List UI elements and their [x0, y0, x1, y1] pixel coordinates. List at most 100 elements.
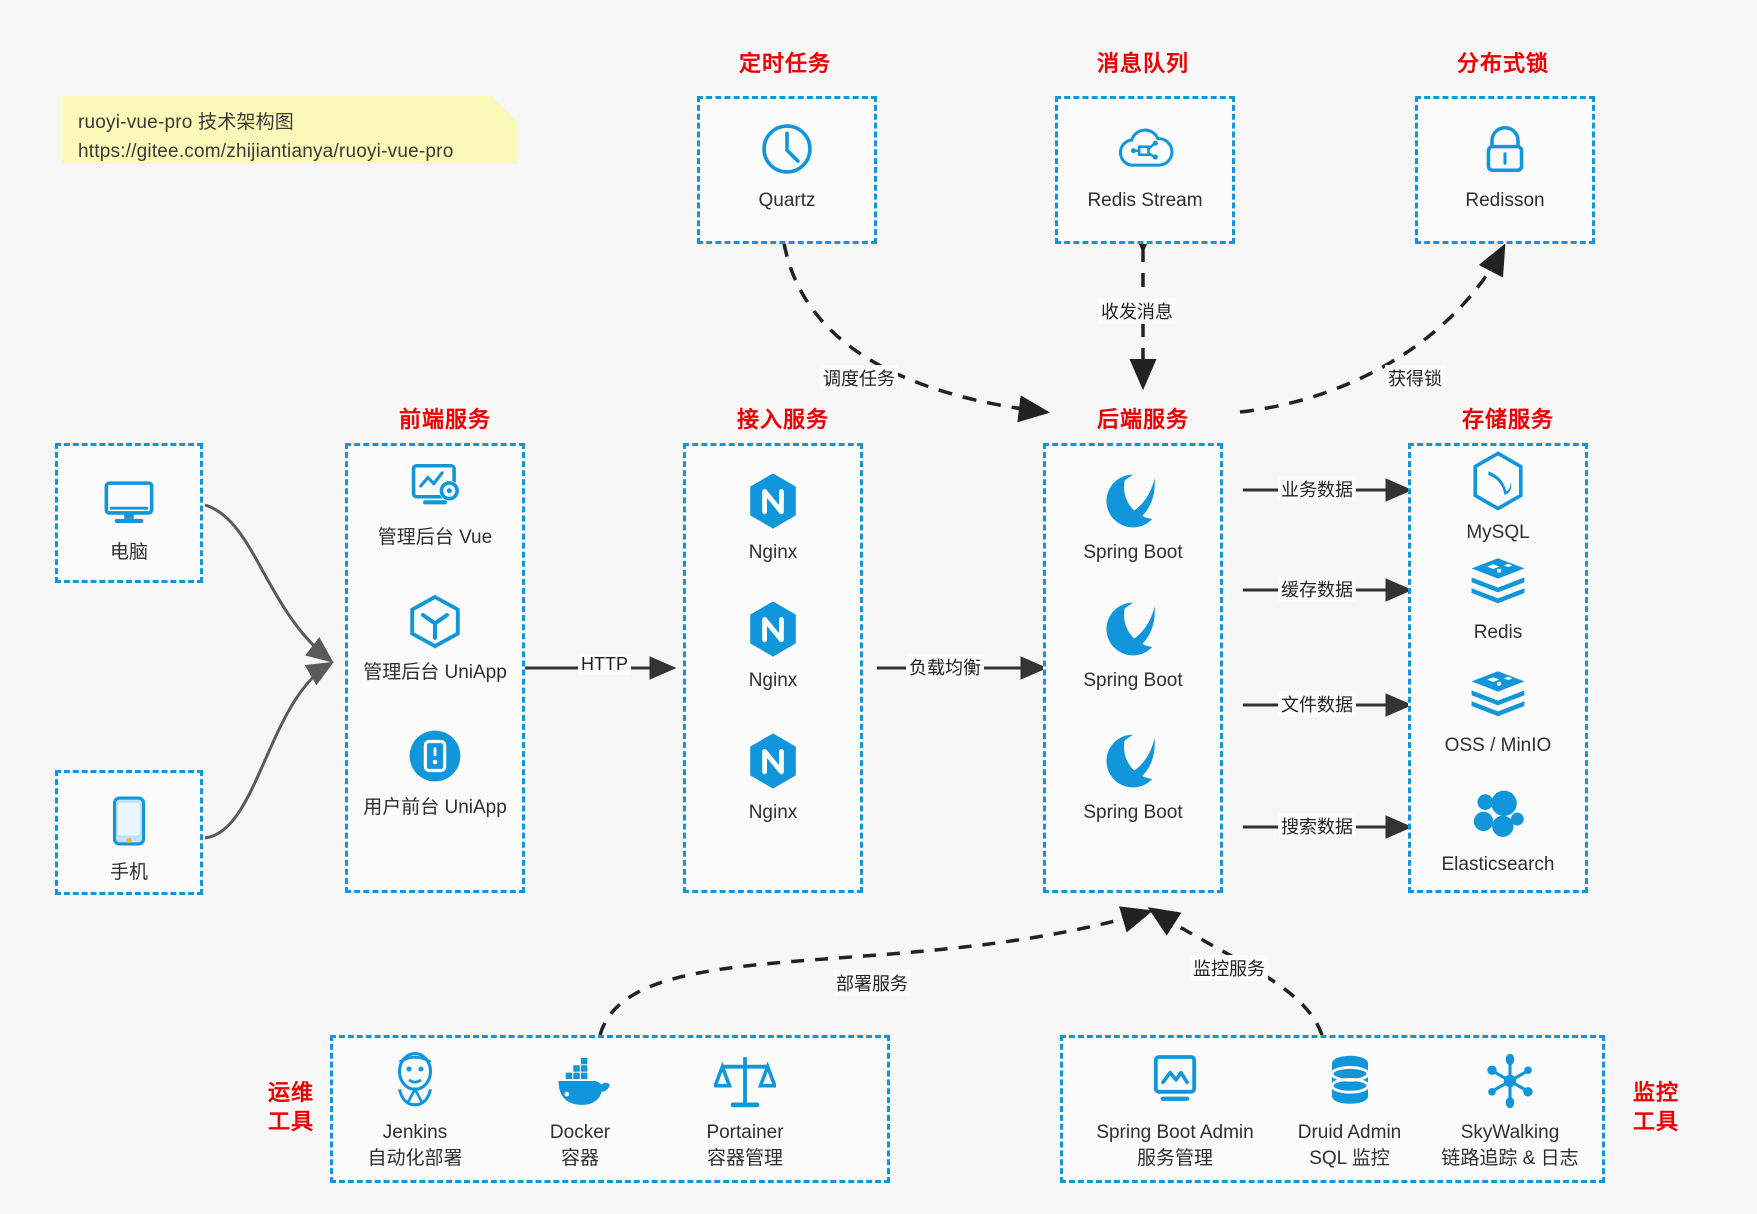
nginx-icon: [688, 598, 858, 660]
cloud-node-icon: [1060, 118, 1230, 180]
node-nginx-3[interactable]: Nginx: [688, 730, 858, 826]
group-title-frontend: 前端服务: [398, 407, 491, 432]
note-url-line: https://gitee.com/zhijiantianya/ruoyi-vu…: [78, 141, 454, 163]
edge-label-cache-data: 缓存数据: [1278, 576, 1356, 602]
node-user-uniapp[interactable]: 用户前台 UniApp: [350, 725, 520, 821]
node-sublabel: 自动化部署: [367, 1147, 463, 1169]
node-sublabel: 链路追踪 & 日志: [1441, 1147, 1579, 1169]
node-label: Spring Boot Admin: [1096, 1122, 1254, 1143]
node-sublabel: 容器: [560, 1147, 599, 1169]
node-label: Quartz: [758, 190, 816, 211]
group-title-monitor: 监控 工具: [1620, 1078, 1692, 1136]
mobile-app-icon: [350, 725, 520, 787]
node-label: Elasticsearch: [1441, 854, 1555, 875]
redis-stack-icon: [1413, 550, 1583, 612]
mobile-phone-icon: [44, 790, 214, 852]
group-box-scheduled-task: [697, 96, 877, 244]
node-nginx-1[interactable]: Nginx: [688, 470, 858, 566]
node-druid-admin[interactable]: Druid Admin SQL 监控: [1262, 1050, 1437, 1171]
node-springboot-1[interactable]: Spring Boot: [1048, 470, 1218, 566]
node-quartz[interactable]: Quartz: [702, 118, 872, 214]
edge-label-send-receive-msg: 收发消息: [1098, 298, 1176, 324]
edge-label-deploy-service: 部署服务: [833, 970, 911, 996]
group-title-devops-line2: 工具: [267, 1109, 314, 1135]
node-admin-uniapp[interactable]: 管理后台 UniApp: [350, 590, 520, 686]
uniapp-cube-icon: [350, 590, 520, 652]
node-label: 管理后台 UniApp: [363, 662, 507, 683]
group-title-devops: 运维 工具: [255, 1078, 327, 1136]
node-label: Druid Admin: [1297, 1122, 1402, 1143]
node-jenkins[interactable]: Jenkins 自动化部署: [335, 1050, 495, 1171]
group-title-scheduled-task: 定时任务: [738, 51, 831, 76]
edge-label-search-data: 搜索数据: [1278, 813, 1356, 839]
node-label: 管理后台 Vue: [377, 527, 493, 548]
dashboard-gear-icon: [350, 455, 520, 517]
node-label: Jenkins: [382, 1122, 448, 1143]
node-label: SkyWalking: [1460, 1122, 1560, 1143]
edge-label-load-balance: 负载均衡: [906, 654, 984, 680]
node-sublabel: 服务管理: [1136, 1147, 1213, 1169]
node-label: Nginx: [748, 542, 798, 563]
group-title-devops-line1: 运维: [267, 1080, 314, 1105]
group-title-monitor-line2: 工具: [1632, 1109, 1679, 1135]
node-phone[interactable]: 手机: [44, 790, 214, 886]
nginx-icon: [688, 730, 858, 792]
node-springboot-3[interactable]: Spring Boot: [1048, 730, 1218, 826]
group-title-backend: 后端服务: [1096, 407, 1189, 432]
lock-icon: [1420, 118, 1590, 180]
portainer-scales-icon: [665, 1050, 825, 1112]
edge-label-business-data: 业务数据: [1278, 476, 1356, 502]
node-sublabel: SQL 监控: [1309, 1147, 1390, 1169]
node-computer[interactable]: 电脑: [44, 470, 214, 566]
group-title-storage: 存储服务: [1461, 407, 1554, 432]
node-mysql[interactable]: MySQL: [1413, 450, 1583, 546]
clock-icon: [702, 118, 872, 180]
node-label: Redis Stream: [1087, 190, 1203, 211]
mysql-dolphin-icon: [1413, 450, 1583, 512]
node-label: Nginx: [748, 670, 798, 691]
edge-label-schedule-task: 调度任务: [820, 365, 898, 391]
node-admin-vue[interactable]: 管理后台 Vue: [350, 455, 520, 551]
edge-label-http: HTTP: [578, 654, 631, 675]
group-title-distributed-lock: 分布式锁: [1456, 51, 1549, 76]
spring-leaf-icon: [1048, 598, 1218, 660]
node-springboot-2[interactable]: Spring Boot: [1048, 598, 1218, 694]
monitor-chart-icon: [1075, 1050, 1275, 1112]
node-label: Nginx: [748, 802, 798, 823]
group-title-gateway: 接入服务: [736, 407, 829, 432]
database-stack-icon: [1262, 1050, 1437, 1112]
spring-leaf-icon: [1048, 730, 1218, 792]
node-label: Spring Boot: [1083, 802, 1183, 823]
node-label: MySQL: [1466, 522, 1530, 543]
node-skywalking[interactable]: SkyWalking 链路追踪 & 日志: [1420, 1050, 1600, 1171]
elasticsearch-icon: [1413, 782, 1583, 844]
note-title-line: ruoyi-vue-pro 技术架构图: [78, 112, 295, 133]
node-portainer[interactable]: Portainer 容器管理: [665, 1050, 825, 1171]
edge-label-file-data: 文件数据: [1278, 691, 1356, 717]
node-nginx-2[interactable]: Nginx: [688, 598, 858, 694]
node-redisson[interactable]: Redisson: [1420, 118, 1590, 214]
spring-leaf-icon: [1048, 470, 1218, 532]
edge-label-monitor-service: 监控服务: [1190, 955, 1268, 981]
title-note: ruoyi-vue-pro 技术架构图 https://gitee.com/zh…: [62, 96, 517, 164]
group-box-message-queue: [1055, 96, 1235, 244]
node-label: Redisson: [1465, 190, 1545, 211]
node-label: Docker: [549, 1122, 611, 1143]
node-spring-boot-admin[interactable]: Spring Boot Admin 服务管理: [1075, 1050, 1275, 1171]
node-redis-stream[interactable]: Redis Stream: [1060, 118, 1230, 214]
node-elasticsearch[interactable]: Elasticsearch: [1413, 782, 1583, 878]
node-oss-minio[interactable]: OSS / MinIO: [1413, 663, 1583, 759]
docker-whale-icon: [500, 1050, 660, 1112]
group-box-storage: [1408, 443, 1588, 893]
node-label: OSS / MinIO: [1444, 735, 1552, 756]
node-sublabel: 容器管理: [706, 1147, 783, 1169]
node-redis[interactable]: Redis: [1413, 550, 1583, 646]
node-docker[interactable]: Docker 容器: [500, 1050, 660, 1171]
group-title-monitor-line1: 监控: [1632, 1080, 1679, 1105]
nginx-icon: [688, 470, 858, 532]
node-label: 手机: [109, 862, 148, 883]
node-label: Spring Boot: [1083, 670, 1183, 691]
jenkins-butler-icon: [335, 1050, 495, 1112]
skywalking-node-icon: [1420, 1050, 1600, 1112]
